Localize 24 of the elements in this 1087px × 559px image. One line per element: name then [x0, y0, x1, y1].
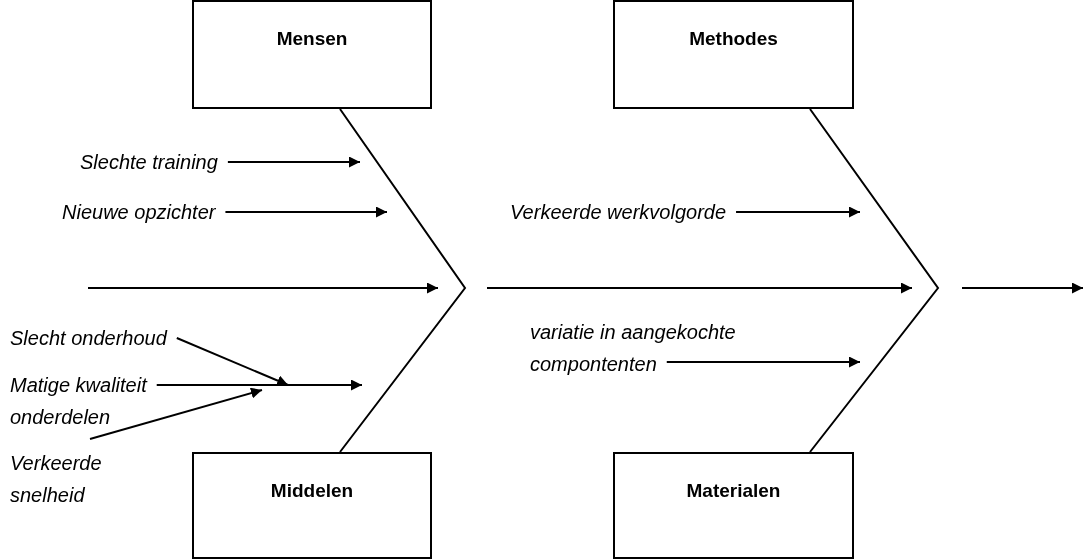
- arrow: [226, 156, 361, 168]
- arrow: [735, 206, 861, 218]
- category-box: [192, 452, 432, 559]
- arrow: [665, 356, 861, 368]
- arrow: [175, 337, 289, 386]
- cause-label: variatie in aangekochte compontenten: [530, 320, 737, 377]
- category-heading: Materialen: [685, 480, 782, 502]
- category-box: [613, 0, 854, 109]
- bone-line: [809, 108, 940, 453]
- bone-line: [339, 108, 467, 453]
- category-heading: Mensen: [275, 28, 349, 50]
- cause-label: Verkeerde snelheid: [10, 451, 103, 508]
- arrow: [224, 206, 388, 218]
- cause-label: Nieuwe opzichter: [62, 200, 216, 225]
- category-heading: Methodes: [688, 28, 779, 50]
- arrow: [155, 379, 363, 391]
- category-heading: Middelen: [269, 480, 355, 502]
- cause-label: Slecht onderhoud: [10, 326, 167, 351]
- category-box: [192, 0, 432, 109]
- arrow: [89, 387, 263, 440]
- cause-label: Verkeerde werkvolgorde: [510, 200, 727, 225]
- category-box: [613, 452, 854, 559]
- cause-label: Matige kwaliteit onderdelen: [10, 373, 149, 430]
- cause-label: Slechte training: [80, 150, 218, 175]
